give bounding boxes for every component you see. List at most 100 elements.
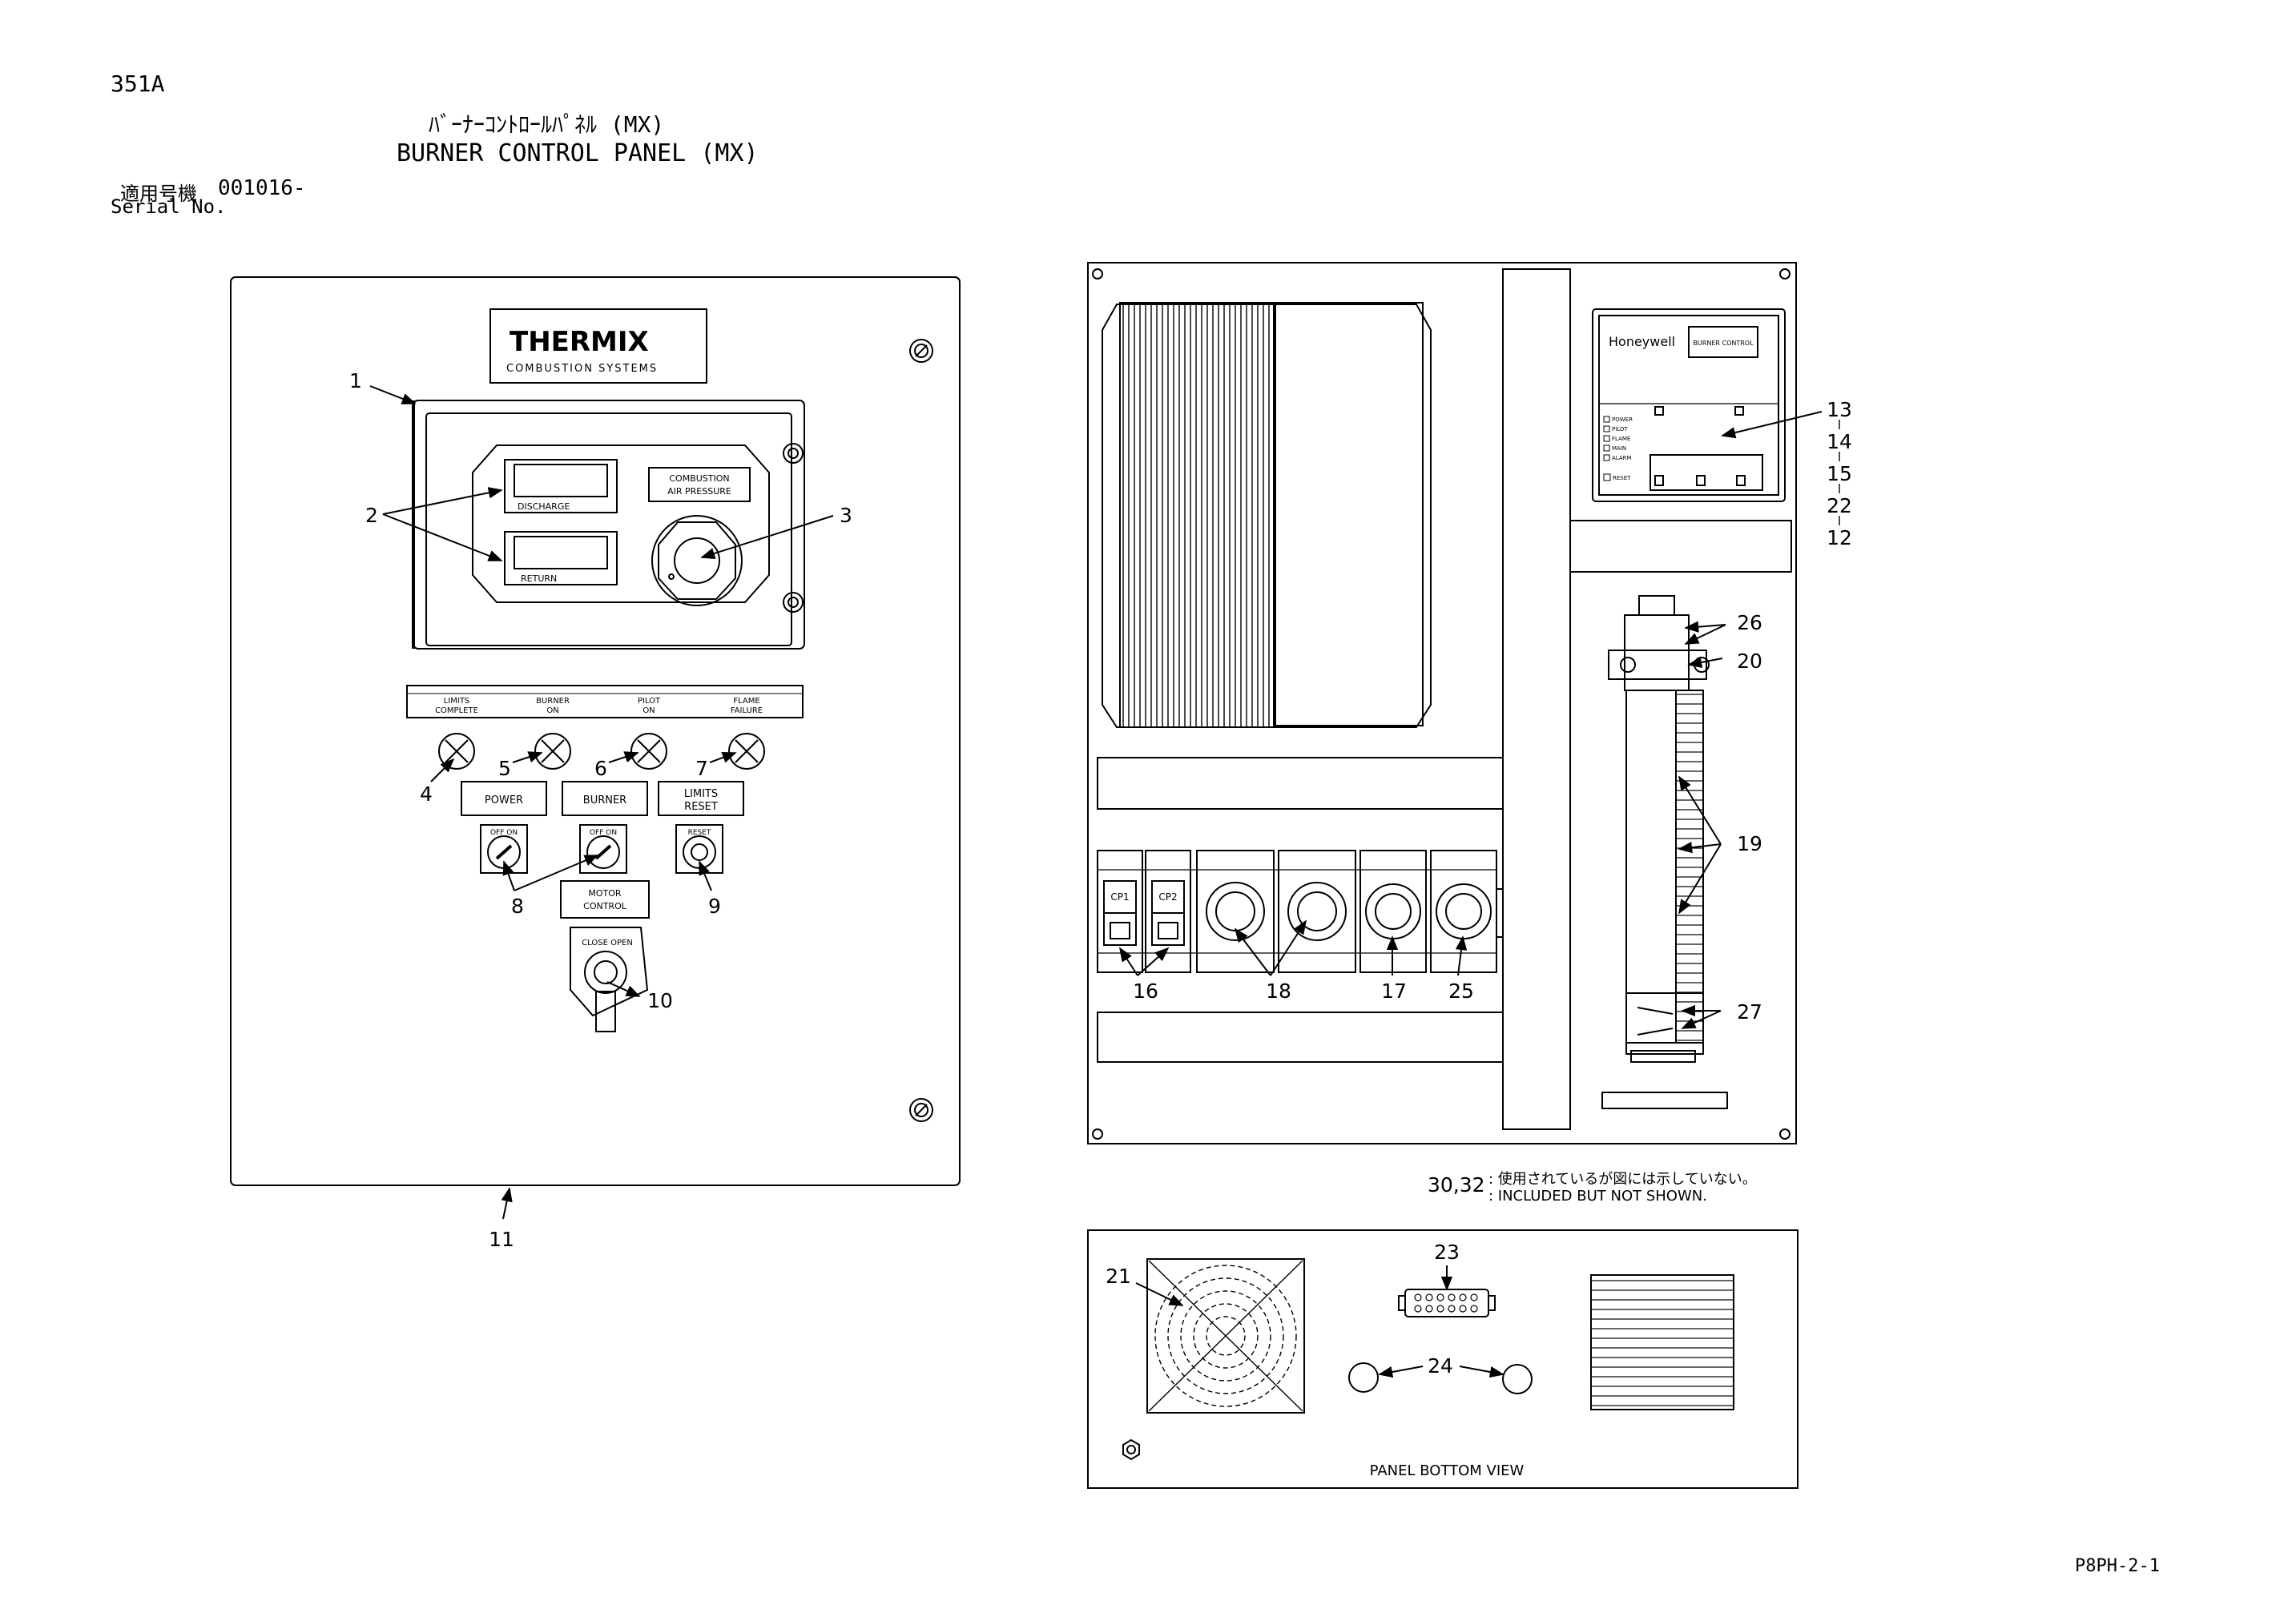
led-label-pilot: PILOT [1612, 426, 1628, 432]
motor-positions: CLOSE OPEN [582, 939, 633, 947]
indicator-lamp-icon [534, 733, 571, 770]
motor-control-knob-icon [584, 951, 627, 994]
honeywell-burner-controller [1592, 308, 1786, 502]
led-label-main: MAIN [1612, 445, 1626, 452]
connector-plug [1404, 1289, 1489, 1317]
relay-18a [1196, 850, 1275, 973]
terminal-block-strip [1625, 690, 1677, 1044]
led-label-power: POWER [1612, 416, 1633, 423]
model-number: 351A [111, 70, 165, 97]
callout-3: 3 [840, 504, 852, 527]
reset-switch-position: RESET [688, 829, 711, 837]
motor-label-1: MOTOR [588, 888, 622, 899]
lamp-label-flame-1: FLAME [733, 697, 759, 706]
burner-control-label: BURNER CONTROL [1693, 340, 1754, 347]
bolt-icon [909, 1098, 933, 1122]
callout-2: 2 [365, 504, 378, 527]
interior-panel [1087, 262, 1797, 1144]
lamp-label-burner-2: ON [546, 706, 558, 715]
callout-19: 19 [1737, 832, 1762, 855]
burner-switch-positions: OFF ON [590, 829, 617, 837]
callout-11: 11 [489, 1228, 514, 1251]
callout-25: 25 [1448, 979, 1474, 1003]
callout-5: 5 [498, 757, 511, 780]
switch-label-reset: RESET [684, 801, 718, 813]
title-english: BURNER CONTROL PANEL (MX) [397, 139, 759, 167]
callout-18: 18 [1266, 979, 1291, 1003]
drain-plug-icon [1122, 1438, 1140, 1461]
interior-text: Honeywell BURNER CONTROL POWER PILOT FLA… [1110, 334, 1754, 903]
callout-21: 21 [1106, 1265, 1131, 1288]
pressure-label-1: COMBUSTION [669, 473, 729, 484]
led-label-flame: FLAME [1612, 436, 1630, 442]
discharge-label: DISCHARGE [518, 501, 570, 512]
serial-label-japanese: 適用号機 [120, 183, 197, 205]
wire-duct-vertical [1502, 268, 1571, 1130]
thermix-logo-plate [489, 308, 707, 384]
note-japanese: : 使用されているが図には示していない。 [1488, 1171, 1757, 1188]
indicator-lamp-icon [728, 733, 765, 770]
callout-24: 24 [1428, 1354, 1453, 1378]
switch-label-burner: BURNER [583, 794, 626, 806]
lamp-label-pilot-1: PILOT [638, 697, 661, 706]
fan-icon [1146, 1258, 1305, 1414]
relay-25 [1430, 850, 1497, 973]
callout-7: 7 [695, 757, 708, 780]
lamp-label-limits-2: COMPLETE [435, 706, 478, 715]
page-code: P8PH-2-1 [2075, 1556, 2160, 1576]
bolt-icon [909, 339, 933, 363]
led-label-alarm: ALARM [1612, 455, 1632, 461]
breaker-cp2 [1145, 850, 1191, 973]
return-gauge [504, 531, 618, 585]
callout-27: 27 [1737, 1000, 1762, 1024]
wire-duct-horizontal [1569, 520, 1792, 573]
bottom-view-outline [1087, 1229, 1799, 1489]
callout-23: 23 [1434, 1241, 1460, 1264]
return-label: RETURN [521, 573, 557, 584]
callout-16: 16 [1133, 979, 1158, 1003]
hinge-icon [783, 592, 804, 613]
controller-reset-label: RESET [1613, 475, 1631, 481]
bottom-view [1087, 1229, 1799, 1489]
switch-label-power: POWER [485, 794, 523, 806]
brand-logo-text: THERMIX [510, 326, 649, 358]
relay-18b [1278, 850, 1356, 973]
callout-1: 1 [349, 369, 362, 392]
cable-gland-icon [1348, 1362, 1379, 1393]
indicator-lamp-icon [438, 733, 475, 770]
title-japanese: ﾊﾞｰﾅｰｺﾝﾄﾛｰﾙﾊﾟﾈﾙ (MX) [429, 111, 665, 138]
air-pressure-gauge [651, 515, 743, 606]
cp1-label: CP1 [1110, 891, 1129, 903]
interior-enclosure-outline [1087, 262, 1797, 1144]
bottom-view-leaders [1135, 1265, 1504, 1378]
callout-12: 12 [1827, 526, 1852, 549]
note-refs: 30,32 [1428, 1173, 1485, 1197]
wire-duct-horizontal [1097, 1012, 1504, 1063]
callout-26: 26 [1737, 611, 1762, 634]
note-english: : INCLUDED BUT NOT SHOWN. [1488, 1188, 1707, 1205]
front-enclosure-outline [230, 276, 961, 1186]
callout-9: 9 [708, 895, 721, 918]
breaker-cp1 [1097, 850, 1143, 973]
serial-label-english: Serial No. [111, 195, 227, 218]
hinge-icon [783, 443, 804, 464]
discharge-gauge [504, 459, 618, 513]
lamp-label-limits-1: LIMITS [444, 697, 470, 706]
indicator-lamp-icon [630, 733, 667, 770]
wire-duct-horizontal [1097, 757, 1504, 810]
ground-bar [1601, 1092, 1728, 1109]
callout-8: 8 [511, 895, 524, 918]
interior-leaders [1119, 411, 1840, 1029]
callout-6: 6 [594, 757, 607, 780]
switch-label-limits: LIMITS [684, 788, 718, 800]
cable-gland-icon [1502, 1364, 1533, 1394]
lamp-label-flame-2: FAILURE [731, 706, 763, 715]
cp2-label: CP2 [1158, 891, 1177, 903]
lamp-label-pilot-2: ON [642, 706, 655, 715]
lamp-label-burner-1: BURNER [536, 697, 570, 706]
callout-4: 4 [420, 782, 433, 806]
honeywell-label: Honeywell [1609, 334, 1675, 349]
motor-label-2: CONTROL [583, 901, 627, 911]
callout-14: 14 [1827, 430, 1852, 453]
